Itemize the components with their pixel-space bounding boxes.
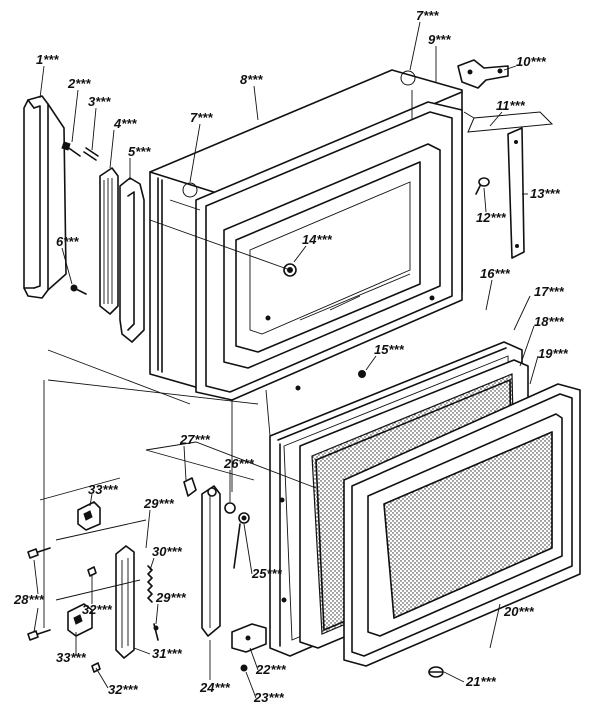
side-trim-13: [467, 111, 554, 259]
callout-10: 10***: [516, 54, 547, 69]
callout-21: 21***: [465, 674, 497, 689]
callout-23: 23***: [253, 690, 285, 705]
callout-8: 8***: [240, 72, 263, 87]
latch-bolt-25: [233, 512, 250, 569]
callout-9: 9***: [428, 32, 451, 47]
callout-25: 25***: [251, 566, 283, 581]
door-handle: [23, 95, 67, 299]
hook-33-lower: [67, 603, 93, 637]
assembly-lines: [39, 90, 475, 628]
callout-20: 20***: [503, 604, 535, 619]
callout-18: 18***: [534, 314, 565, 329]
handle-end-cap-5: [119, 177, 145, 343]
latch-pin-29: [153, 623, 159, 641]
latch-spring-26: [224, 502, 236, 514]
door-frame: [195, 101, 463, 401]
callout-2: 2***: [67, 76, 91, 91]
callout-24: 24***: [199, 680, 231, 695]
latch-housing-31: [115, 545, 135, 659]
callout-27: 27***: [179, 432, 211, 447]
latch-screw-23: [240, 664, 248, 672]
callout-29-lower: 29***: [155, 590, 187, 605]
callout-29-upper: 29***: [143, 496, 175, 511]
handle-spacer-3: [83, 147, 99, 161]
handle-screw-2: [61, 141, 81, 157]
callout-11: 11***: [496, 98, 526, 113]
leader-lines: [33, 21, 539, 699]
screw-32: [87, 566, 101, 673]
screw-12: [475, 177, 490, 195]
callout-5: 5***: [128, 144, 151, 159]
callout-16: 16***: [480, 266, 511, 281]
callout-19: 19***: [538, 346, 569, 361]
hinge-bracket-10: [457, 59, 509, 89]
callout-26: 26***: [223, 456, 255, 471]
screw-15: [358, 370, 366, 378]
callout-6: 6***: [56, 234, 79, 249]
callout-4: 4***: [113, 116, 137, 131]
callout-3: 3***: [88, 94, 111, 109]
callout-7-right: 7***: [416, 8, 439, 23]
handle-insert-4: [99, 167, 119, 315]
callout-30: 30***: [152, 544, 183, 559]
screw-21: [428, 666, 444, 678]
callout-31: 31***: [152, 646, 183, 661]
latch-bracket-27: [183, 477, 197, 497]
inner-glass-frame: [343, 383, 581, 667]
callout-33-upper: 33***: [88, 482, 119, 497]
callout-15: 15***: [374, 342, 405, 357]
callout-12: 12***: [476, 210, 507, 225]
callout-28: 28***: [13, 592, 45, 607]
callout-14: 14***: [302, 232, 333, 247]
handle-screw-6: [70, 284, 87, 295]
callout-13: 13***: [530, 186, 561, 201]
hook-33-upper: [77, 501, 101, 531]
callout-labels: 1*** 2*** 3*** 4*** 5*** 6*** 7*** 7*** …: [13, 8, 569, 705]
latch-plate-22: [231, 623, 267, 653]
callout-33-lower: 33***: [56, 650, 87, 665]
callout-22: 22***: [255, 662, 287, 677]
callout-1: 1***: [36, 52, 59, 67]
latch-rod-24: [201, 485, 221, 637]
callout-7-left: 7***: [190, 110, 213, 125]
callout-32-upper: 32***: [82, 602, 113, 617]
callout-17: 17***: [534, 284, 565, 299]
latch-spring-30: [147, 565, 153, 603]
callout-32-lower: 32***: [108, 682, 139, 697]
